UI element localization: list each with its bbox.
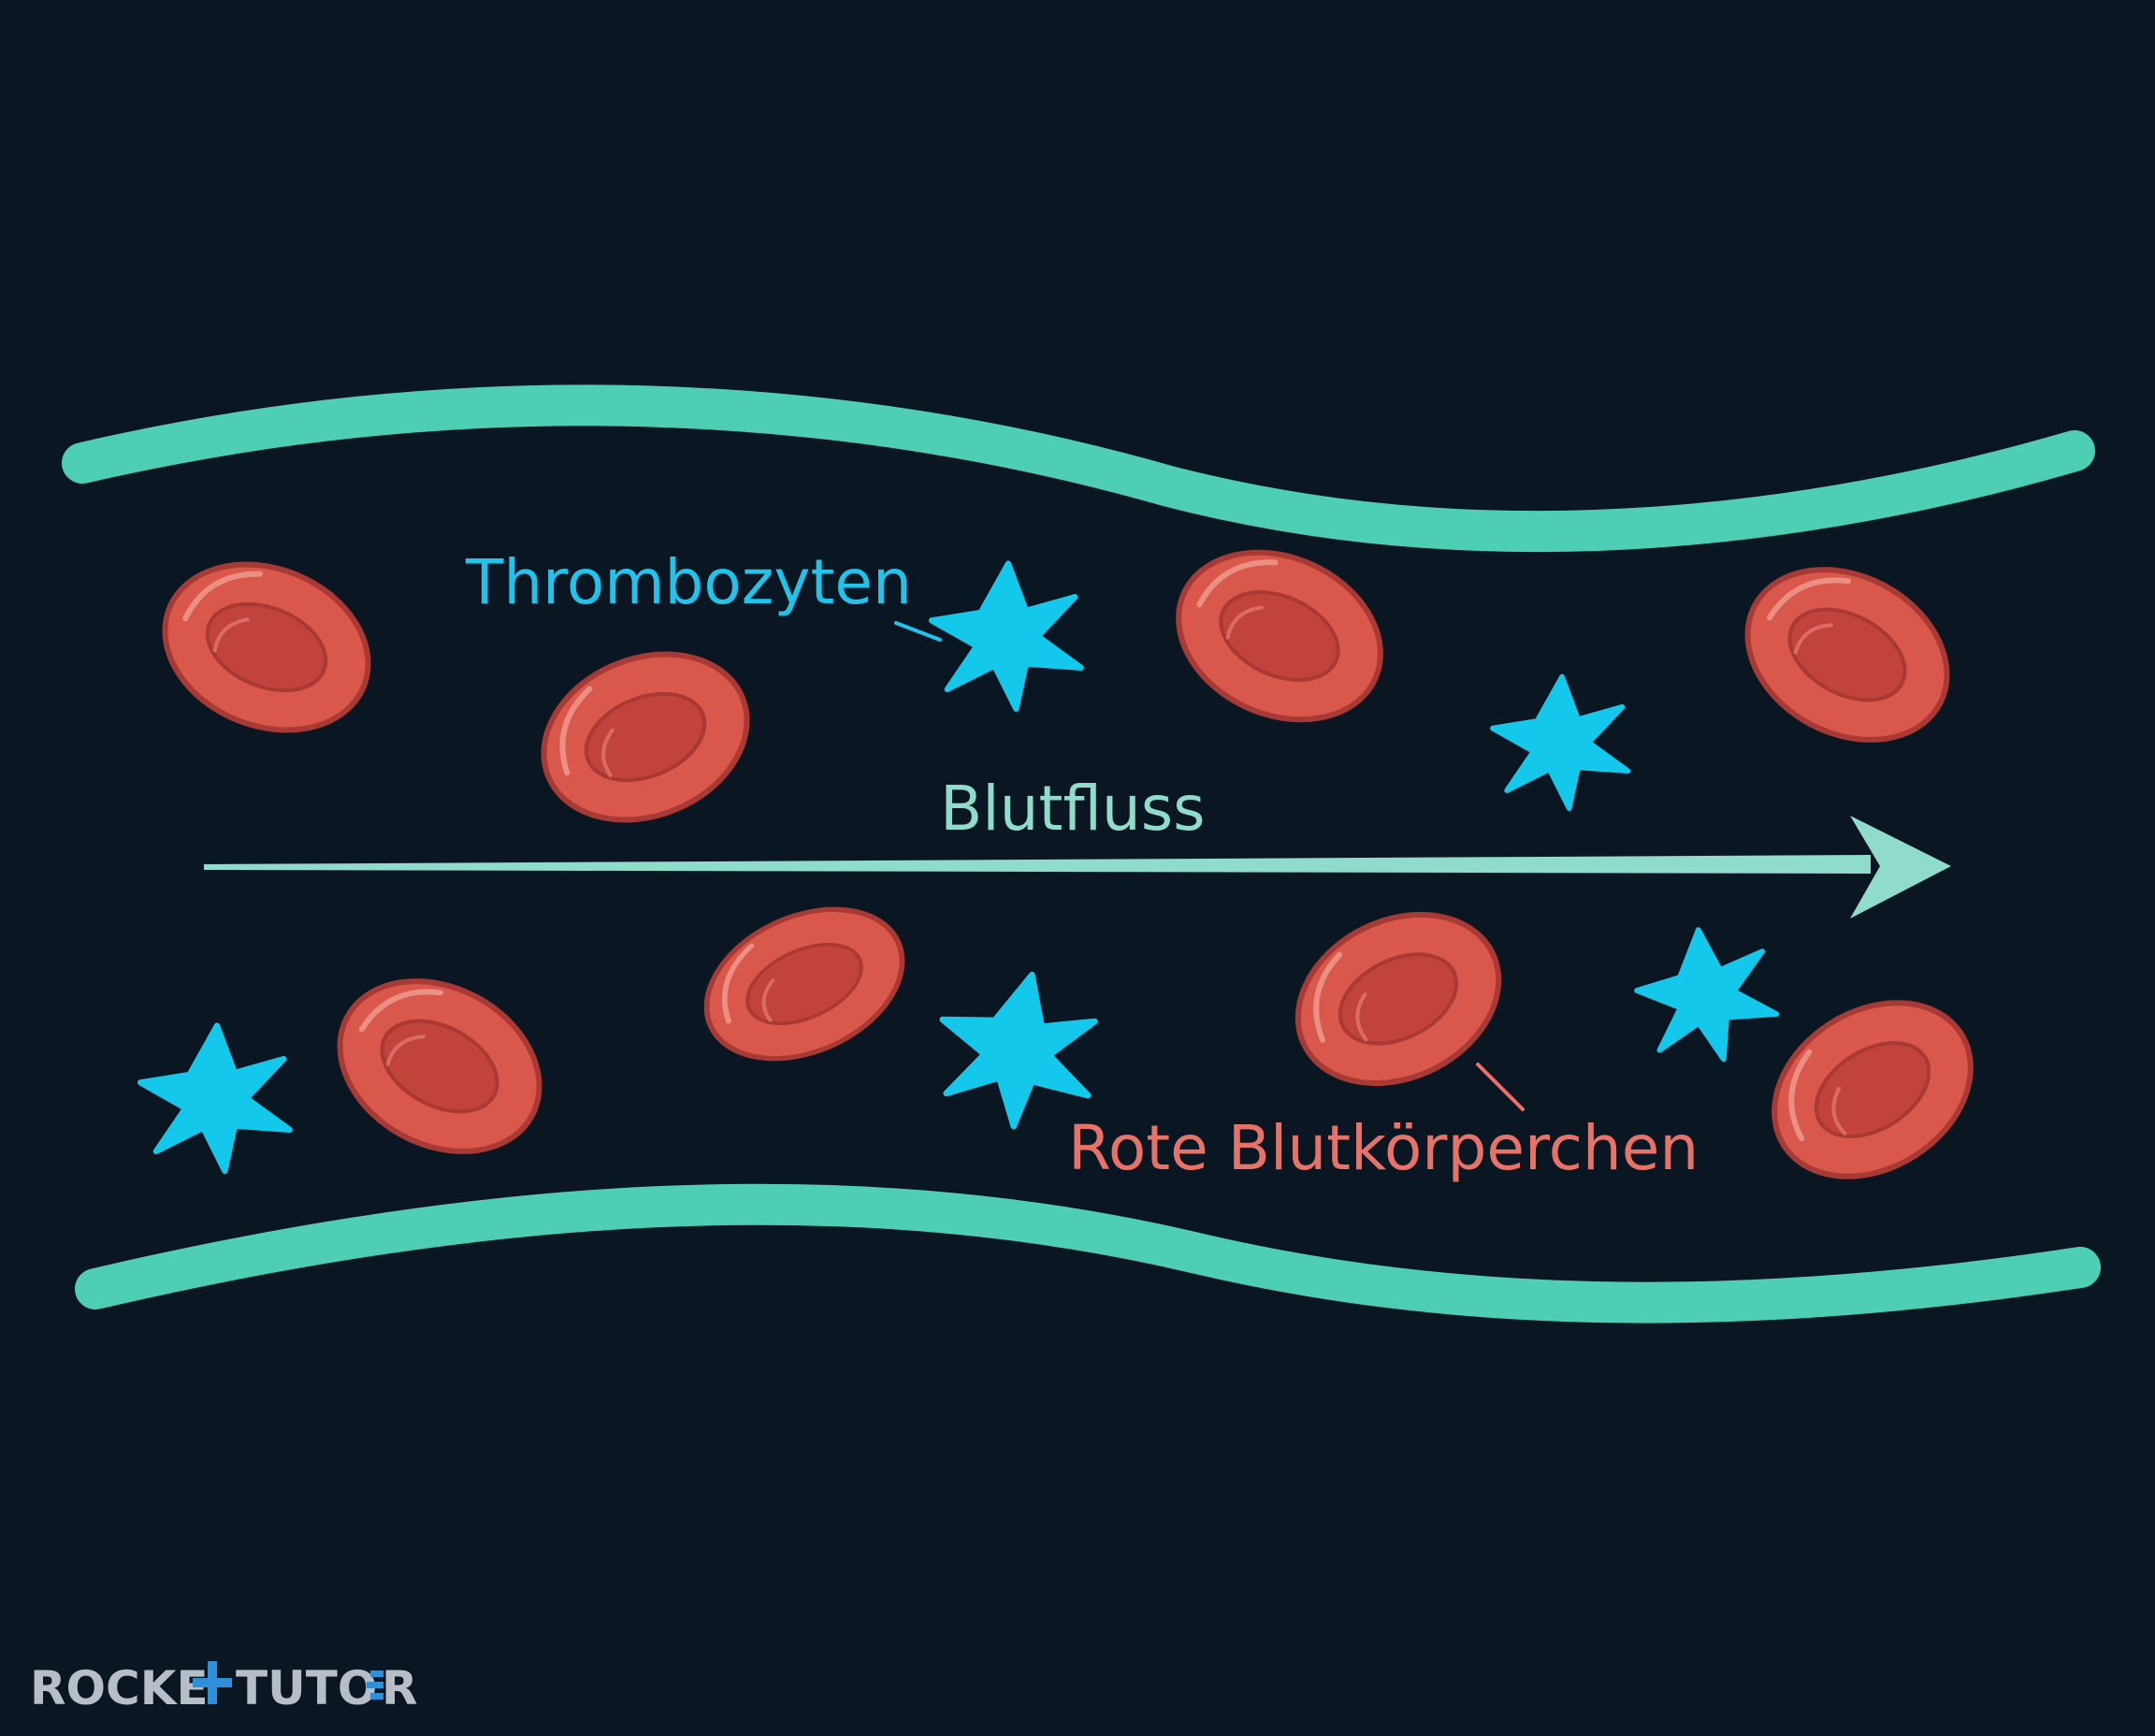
- platelet: [1493, 677, 1627, 809]
- platelet-label: Thrombozyten: [465, 546, 912, 618]
- red-blood-cell: [683, 880, 925, 1087]
- red-blood-cell: [140, 535, 394, 760]
- platelet: [140, 1026, 290, 1171]
- rocket-tutor-logo: ROCKE TUTO R: [30, 1661, 418, 1715]
- flow-label: Blutfluss: [940, 773, 1206, 845]
- red-blood-cell: [519, 625, 773, 849]
- vessel-wall-top: [62, 384, 2095, 553]
- red-blood-cell: [1718, 536, 1977, 773]
- logo-text-right: TUTO: [236, 1661, 377, 1715]
- vessel-wall-bottom: [75, 1183, 2101, 1324]
- red-blood-cell: [1152, 522, 1408, 751]
- plus-icon: [193, 1661, 232, 1704]
- red-cell-label: Rote Blutkörperchen: [1068, 1112, 1699, 1184]
- platelet-leader-line: [894, 621, 942, 642]
- logo-text-left: ROCKE: [30, 1661, 209, 1715]
- platelet: [932, 564, 1081, 709]
- red-blood-cell: [1270, 882, 1527, 1115]
- platelet: [1629, 920, 1782, 1069]
- logo-text-end: R: [382, 1661, 418, 1715]
- rocket-lines-icon: [367, 1671, 383, 1700]
- red-blood-cell: [1743, 967, 2003, 1211]
- red-blood-cell: [311, 948, 570, 1184]
- red-cell-leader-line: [1476, 1063, 1525, 1111]
- flow-arrow: [204, 816, 1951, 919]
